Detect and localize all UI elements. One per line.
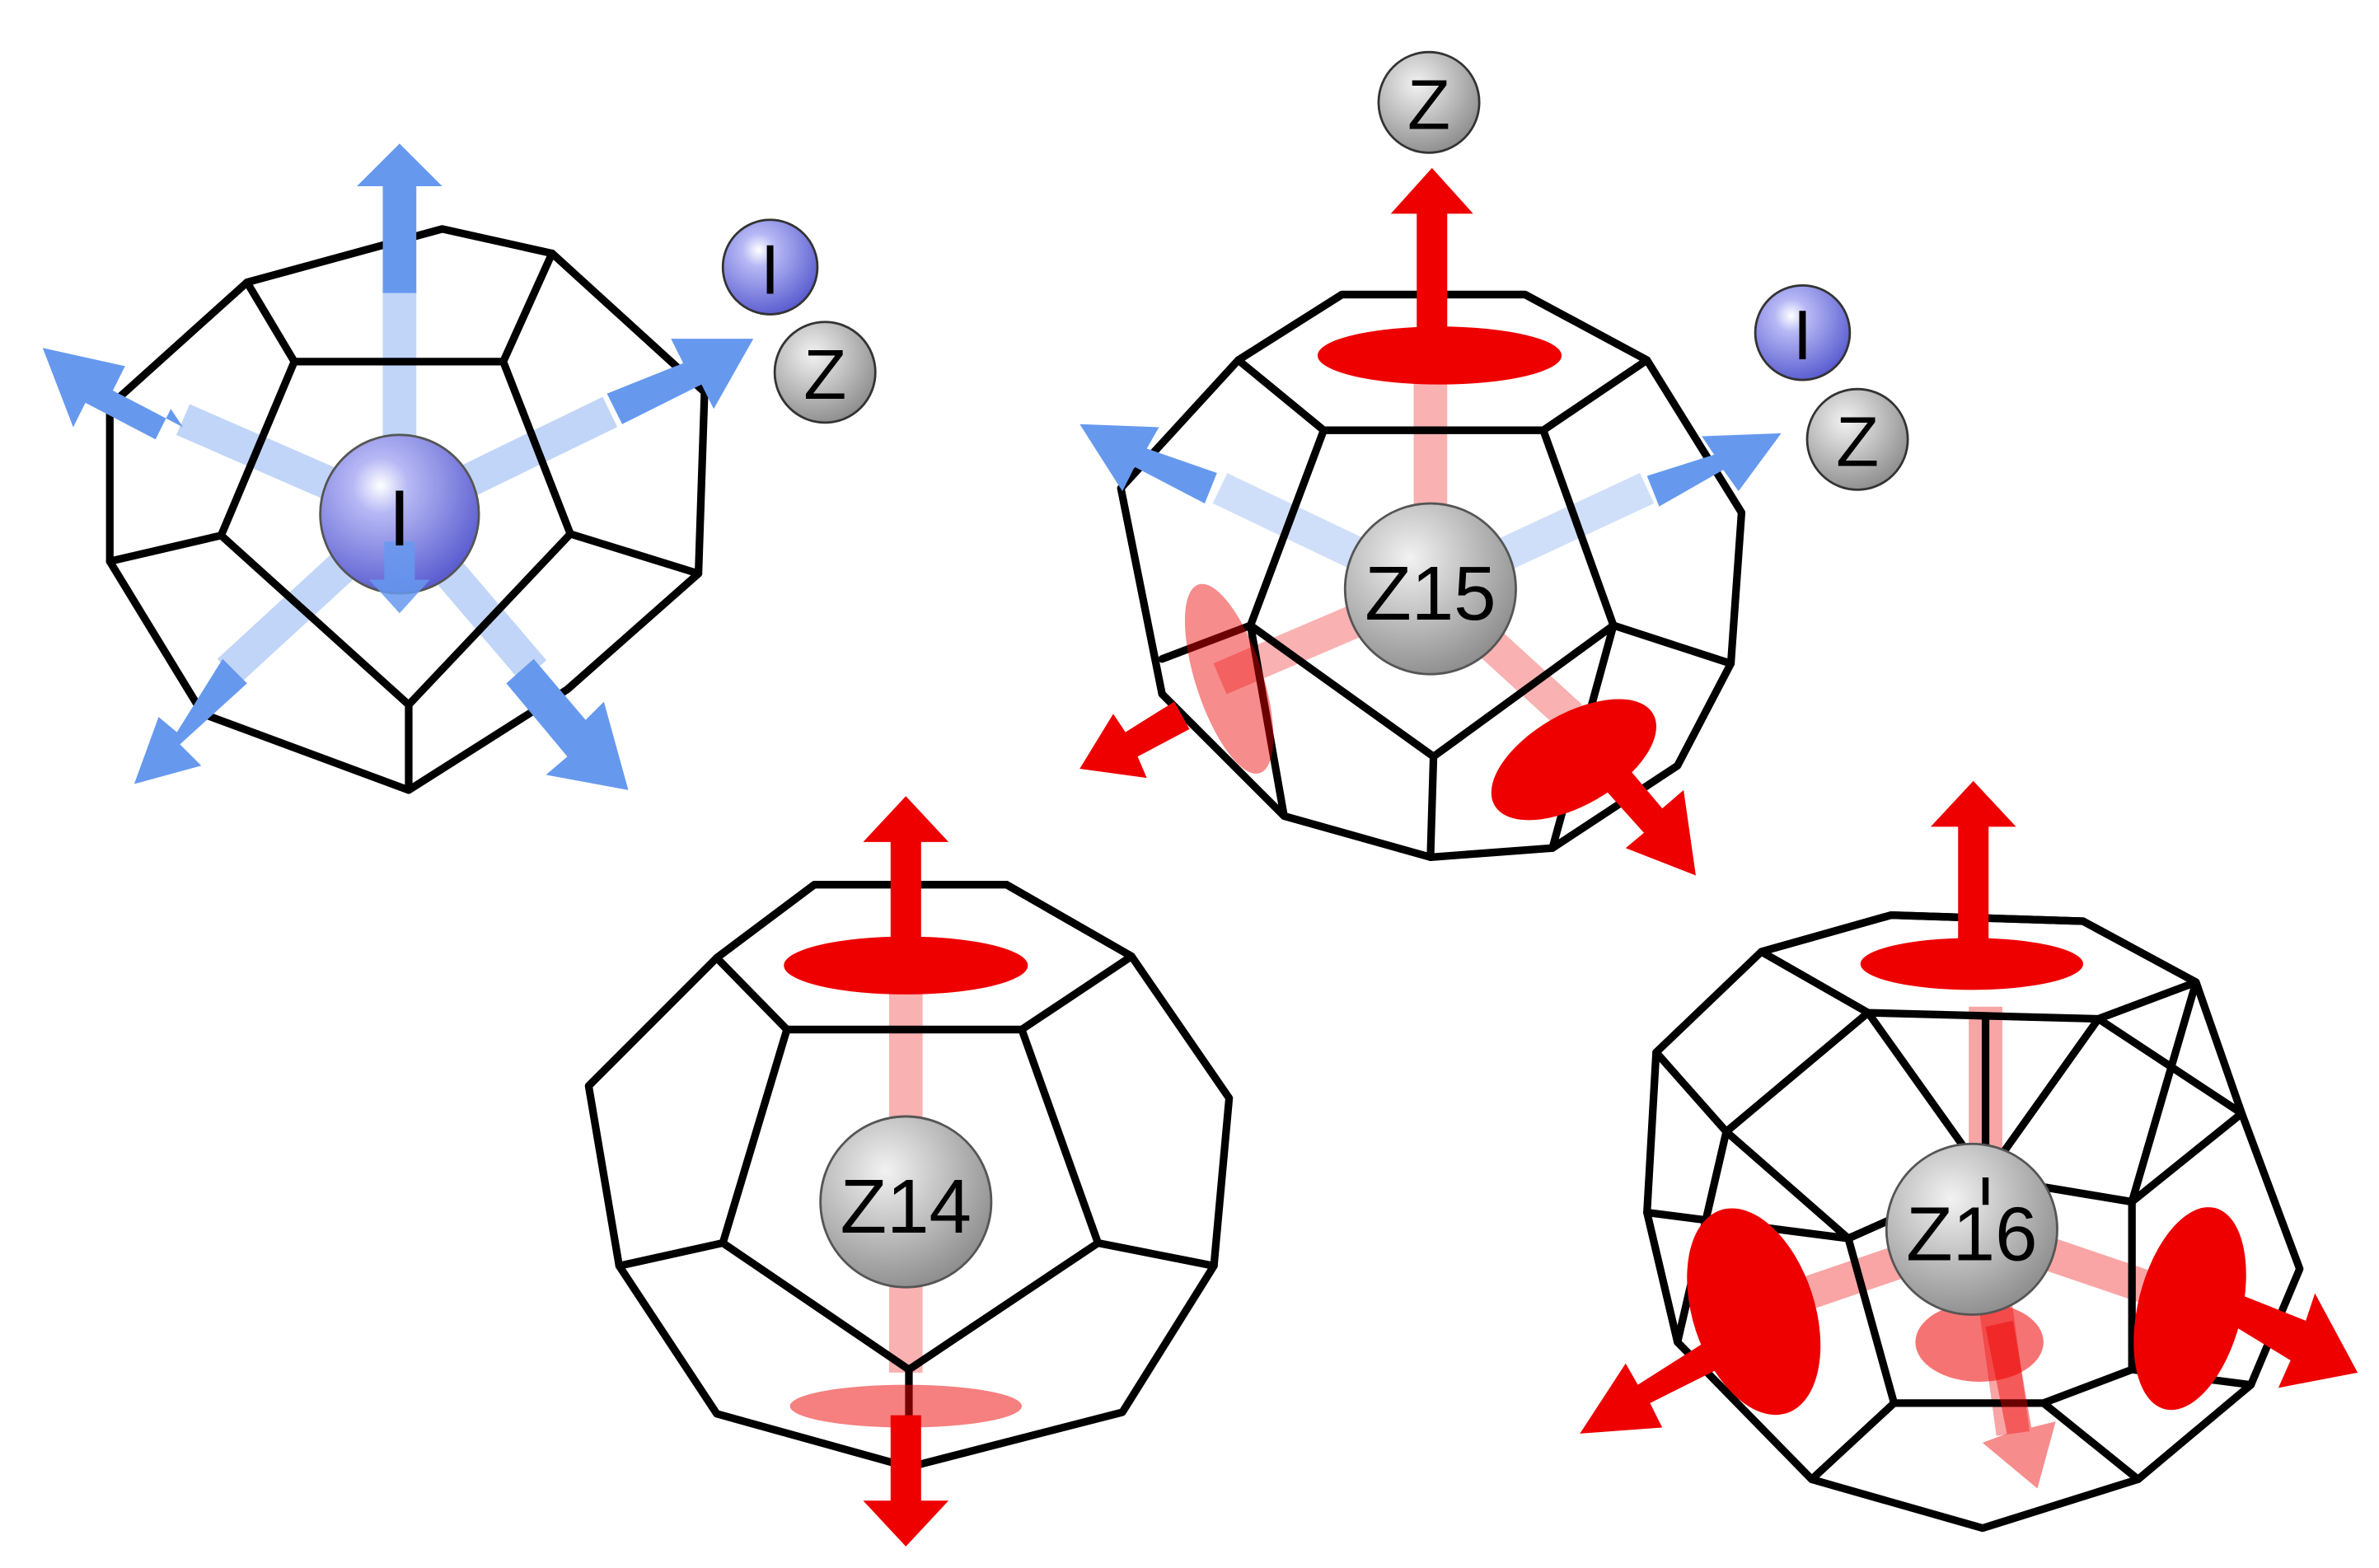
panel-z16: Z16 (1580, 780, 2358, 1533)
icosahedron-spokes (105, 249, 703, 794)
legend-i-label: I (761, 231, 780, 309)
z16-ring-right (2133, 1207, 2246, 1411)
z14-atom (819, 1115, 993, 1289)
z15-front-axes (1079, 167, 1782, 876)
icosahedron-inner-face (217, 358, 574, 709)
z15-center-face (1246, 426, 1618, 761)
z16-ring-bottom (1915, 1302, 2044, 1382)
z14-ring-top (784, 936, 1028, 995)
z15-atom (1343, 502, 1517, 676)
fivefold-arrow-upright (606, 339, 754, 424)
z14-sixfold-arrow-up (863, 796, 949, 958)
icosahedron-legend: I Z (721, 218, 877, 424)
z14-ring-bottom (789, 1384, 1022, 1428)
z16-atom-label: Z16 (1906, 1191, 2037, 1276)
legend-z-atom (773, 321, 877, 424)
z15-sixfold-arrow-up (1390, 167, 1473, 351)
fivefold-arrow-downright (506, 658, 629, 790)
icosahedron-front-axes (42, 143, 754, 790)
z16-atom (1885, 1142, 2058, 1316)
fivefold-arrow-upleft (42, 348, 184, 440)
z15-legend-z-top (1377, 50, 1481, 154)
z16-sixfold-arrow-left (1580, 1341, 1717, 1434)
z15-legend-z-top-label: Z (1407, 66, 1450, 144)
legend-i-atom (721, 218, 819, 316)
z15-legend: Z I Z (1377, 50, 1909, 491)
z15-legend-z-label: Z (1836, 403, 1879, 481)
panel-icosahedron: I I Z (42, 143, 877, 794)
z16-ring-top (1860, 938, 2083, 990)
z14-atom-label: Z14 (841, 1163, 972, 1249)
legend-z-label: Z (803, 336, 846, 414)
z15-fivefold-arrow-right (1646, 433, 1782, 507)
z15-ring-top (1317, 326, 1562, 385)
z15-sixfold-arrow-downright (1589, 750, 1696, 876)
icosahedral-atom-label: I (389, 475, 411, 563)
fivefold-arrow-downleft (133, 658, 247, 784)
fivefold-arrow-up (357, 143, 443, 293)
z15-atom-label: Z15 (1365, 550, 1496, 636)
z15-legend-i (1754, 283, 1852, 381)
z15-fivefold-arrow-left (1079, 424, 1217, 503)
z16-sixfold-arrow-up (1930, 780, 2016, 955)
z16-sixfold-arrow-down (1982, 1320, 2056, 1489)
z16-outline (1643, 911, 2304, 1533)
z16-ring-left (1687, 1208, 1821, 1416)
z14-sixfold-arrow-down (863, 1415, 949, 1547)
z15-ring-right (1491, 699, 1656, 821)
panel-z15: Z15 Z I Z (1079, 50, 1909, 876)
z14-center-face (719, 1025, 1103, 1374)
z15-ring-left (1184, 583, 1274, 774)
z15-legend-i-label: I (1793, 297, 1813, 375)
panel-z14: Z14 (584, 796, 1234, 1547)
z15-legend-z (1805, 387, 1909, 491)
z15-sixfold-arrow-downleft (1079, 701, 1190, 779)
z16-sixfold-arrow-right (2236, 1293, 2358, 1388)
